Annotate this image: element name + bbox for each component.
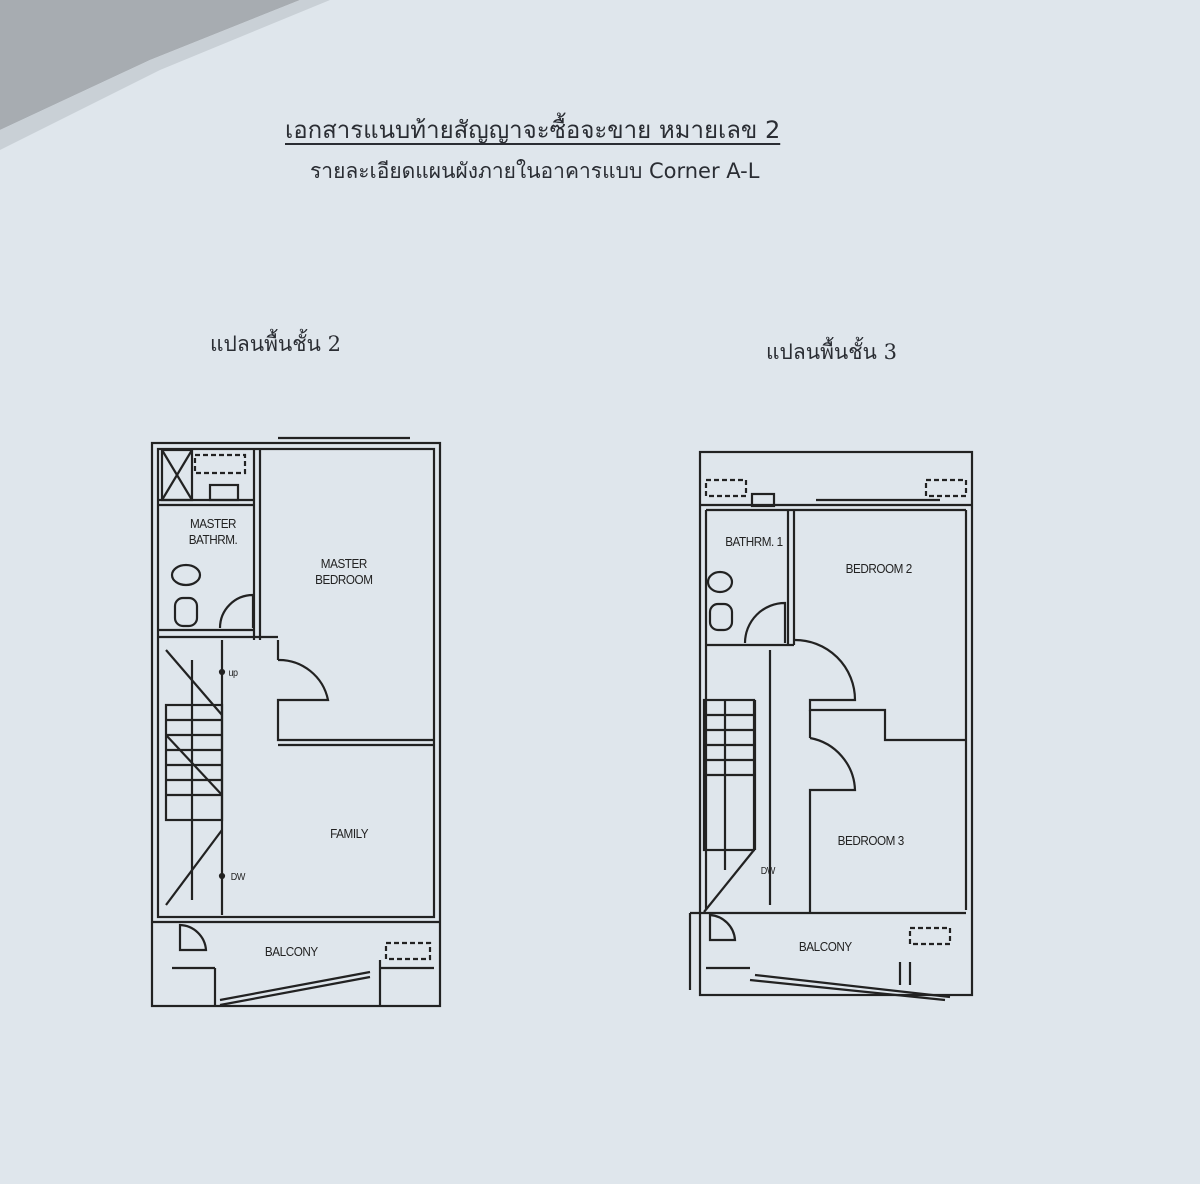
stair-up-label: up (228, 668, 239, 679)
stair-down-label-floor2: DW (230, 872, 246, 883)
room-label-family: FAMILY (330, 826, 369, 841)
room-label-balcony-floor3: BALCONY (798, 939, 852, 954)
floor3-plan (688, 450, 974, 1002)
document-subtitle: รายละเอียดแผนผังภายในอาคารแบบ Corner A-L (310, 159, 760, 183)
stair-down-label-floor3: DW (760, 866, 776, 877)
room-label-balcony-floor2: BALCONY (264, 944, 318, 959)
room-label-bedroom3: BEDROOM 3 (837, 833, 905, 848)
document-title: เอกสารแนบท้ายสัญญาจะซื้อจะขาย หมายเลข 2 (285, 116, 781, 144)
floor2-plan (150, 436, 442, 1008)
page-fold-shadow (0, 0, 300, 130)
room-label-bedroom2: BEDROOM 2 (845, 561, 913, 576)
floor2-title: แปลนพื้นชั้น 2 (210, 332, 341, 356)
room-label-bathroom1: BATHRM. 1 (725, 534, 783, 549)
floor3-title: แปลนพื้นชั้น 3 (766, 340, 897, 364)
